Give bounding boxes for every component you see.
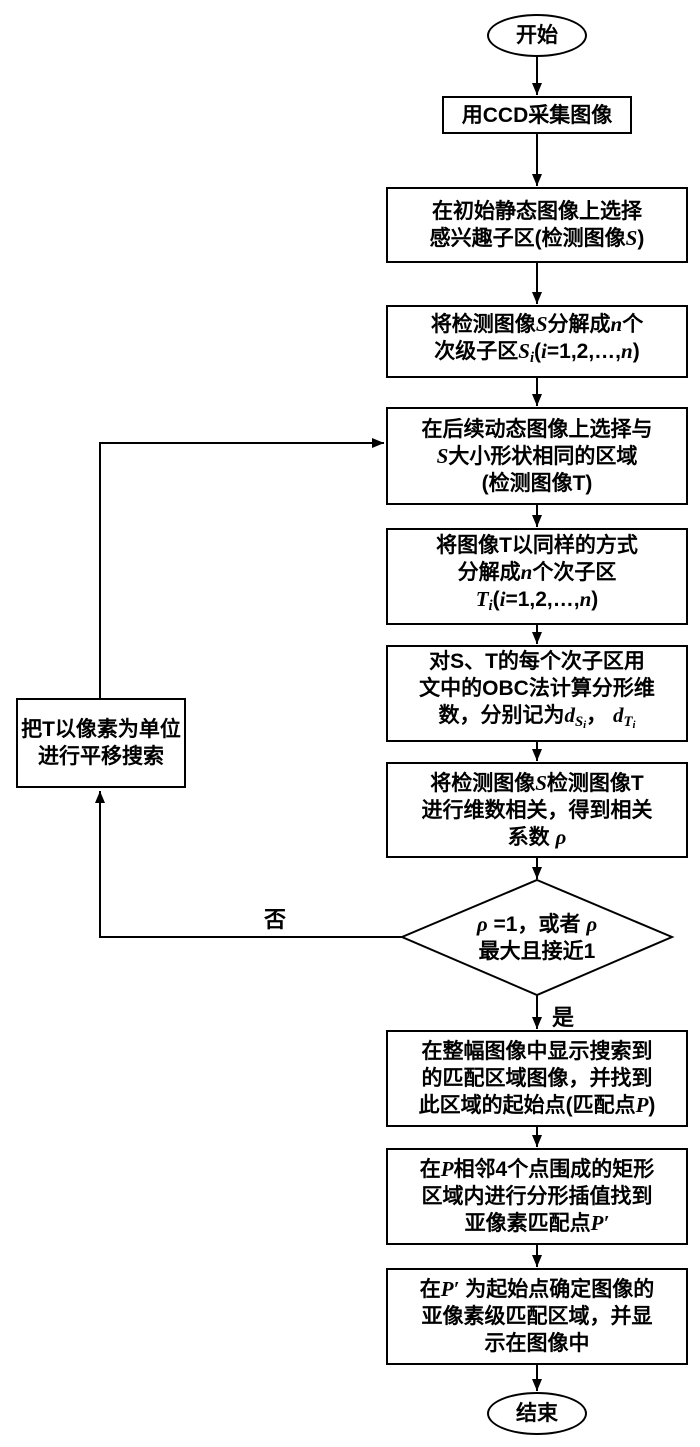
node-select-roi: 在初始静态图像上选择感兴趣子区(检测图像S) <box>386 187 688 263</box>
node-capture-image: 用CCD采集图像 <box>442 96 632 134</box>
branch-label-yes: 是 <box>552 1005 575 1030</box>
node-pixel-shift-search: 把T以像素为单位进行平移搜索 <box>16 698 186 788</box>
node-start: 开始 <box>487 14 587 57</box>
node-obc-fractal-dim: 对S、T的每个次子区用文中的OBC法计算分形维数，分别记为dSi， dTi <box>386 645 688 742</box>
decision-diamond <box>399 878 675 997</box>
node-decompose-s: 将检测图像S分解成n个次级子区Si(i=1,2,…,n) <box>386 305 688 378</box>
node-subpixel-match: 在P′ 为起始点确定图像的亚像素级匹配区域，并显示在图像中 <box>386 1268 688 1365</box>
node-fractal-interpolate: 在P相邻4个点围成的矩形区域内进行分形插值找到亚像素匹配点P′ <box>386 1148 688 1245</box>
edge-decision-shift <box>95 791 402 938</box>
edge-shift-selectt <box>99 438 384 698</box>
branch-label-no: 否 <box>264 907 287 932</box>
node-show-match-region: 在整幅图像中显示搜索到的匹配区域图像，并找到此区域的起始点(匹配点P) <box>386 1030 688 1127</box>
node-end: 结束 <box>487 1392 587 1435</box>
